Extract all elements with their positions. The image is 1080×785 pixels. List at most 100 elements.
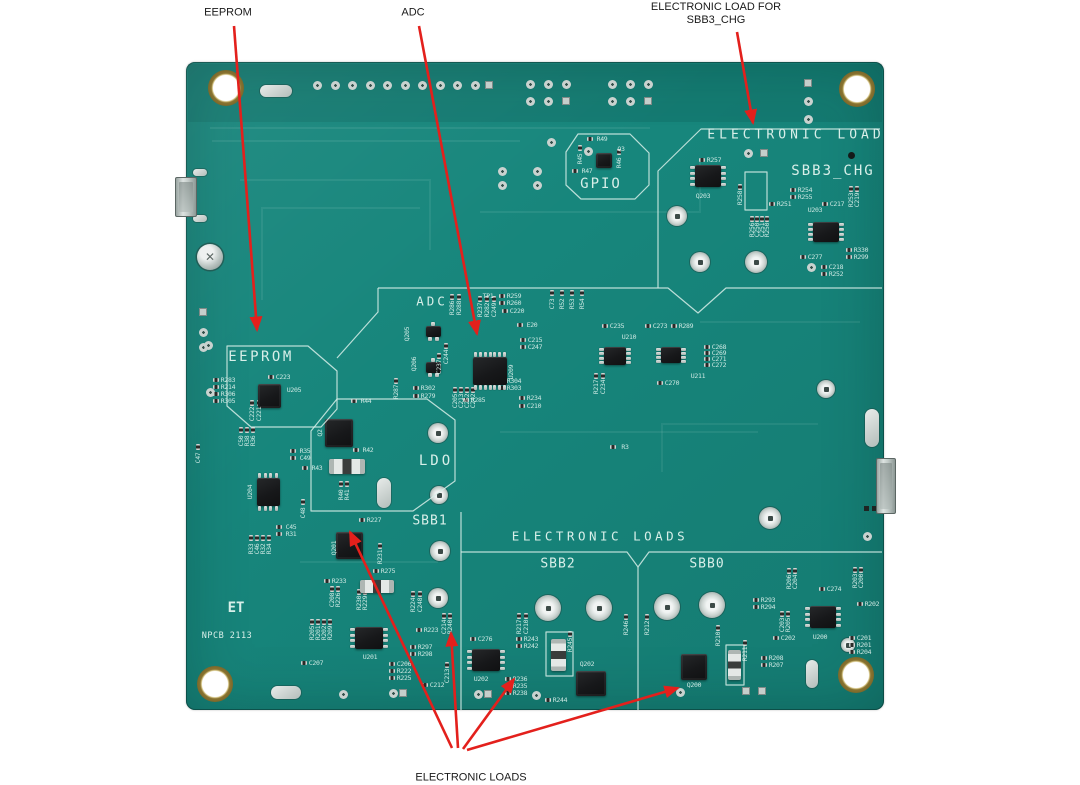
component-ref-c234: C234 — [599, 379, 607, 395]
outline-r210-box — [725, 644, 745, 686]
passive-r283 — [213, 378, 219, 382]
ic-qfn — [681, 654, 707, 680]
component-ref-u205: U205 — [286, 386, 302, 394]
component-ref-r42: R42 — [362, 446, 374, 454]
component-ref-r31: R31 — [285, 530, 297, 538]
component-ref-r201: R201 — [856, 641, 872, 649]
passive-r254 — [790, 188, 796, 192]
component-ref-r289: R289 — [678, 322, 694, 330]
component-ref-r305: R305 — [220, 397, 236, 405]
silkscreen-outlines — [226, 128, 882, 710]
passive-r260 — [499, 301, 505, 305]
component-ref-r3: R3 — [621, 443, 629, 451]
component-ref-r210: R210 — [714, 631, 722, 647]
plated-hole-pad — [817, 380, 835, 398]
via-pad — [758, 687, 766, 695]
ic-pin — [836, 607, 841, 611]
ic-pin — [656, 359, 661, 363]
passive-r214 — [213, 385, 219, 389]
component-ref-c276: C276 — [477, 635, 493, 643]
ic-pin — [656, 355, 661, 359]
component-ref-c274: C274 — [826, 585, 842, 593]
component-ref-c210: C210 — [522, 619, 530, 635]
via-pad — [525, 79, 535, 89]
via-pad — [193, 168, 207, 176]
mounting-hole-bottom-right — [838, 657, 874, 693]
passive-r330 — [846, 248, 852, 252]
component-ref-r205: R205 — [784, 617, 792, 633]
component-ref-q205: Q205 — [403, 326, 411, 342]
component-ref-r49: R49 — [596, 135, 608, 143]
component-ref-u204: U204 — [246, 484, 254, 500]
passive-r256 — [750, 216, 754, 222]
ic-soic — [599, 347, 631, 365]
ic-soic — [473, 352, 507, 390]
component-ref-c201: C201 — [856, 634, 872, 642]
passive-r242 — [516, 644, 522, 648]
component-ref-r209: R209 — [326, 625, 334, 641]
via-pad — [260, 85, 292, 97]
passive-c201 — [849, 636, 855, 640]
via-pad — [862, 531, 872, 541]
passive-r299 — [846, 255, 852, 259]
component-ref-q201: Q201 — [330, 540, 338, 556]
ic-pin — [599, 347, 604, 351]
ic-body — [472, 649, 500, 671]
ic-pin — [478, 385, 482, 390]
passive-r233 — [324, 579, 330, 583]
passive-r34 — [267, 535, 271, 541]
passive-c48 — [301, 499, 305, 505]
via-pad — [338, 689, 348, 699]
component-ref-r246: R246 — [622, 620, 630, 636]
component-ref-c242: C242 — [469, 393, 477, 409]
ic-pin — [721, 182, 726, 186]
silk-electronic-load: ELECTRONIC LOAD — [707, 127, 885, 143]
ic-pin — [275, 473, 279, 478]
outline-adc-left — [336, 288, 379, 359]
ic-pin — [498, 385, 502, 390]
ic-pin — [473, 352, 477, 357]
ic-soic — [805, 606, 841, 628]
passive-c277 — [800, 255, 806, 259]
via-pad — [562, 97, 570, 105]
passive-r45 — [578, 145, 582, 151]
component-ref-r229: R229 — [361, 595, 369, 611]
component-ref-r204: R204 — [856, 648, 872, 656]
passive-r201 — [849, 643, 855, 647]
component-ref-r240: R240 — [446, 619, 454, 635]
passive-r40 — [339, 481, 343, 487]
ic-pin — [467, 661, 472, 665]
passive-r212 — [645, 614, 649, 620]
component-ref-r47: R47 — [581, 167, 593, 175]
ic-pin — [483, 385, 487, 390]
passive-c207 — [301, 661, 307, 665]
ic-pin — [805, 623, 810, 627]
component-ref-q206: Q206 — [410, 356, 418, 372]
passive-r279 — [413, 394, 419, 398]
ic-pin — [626, 361, 631, 365]
via-pad — [365, 80, 375, 90]
component-ref-c49: C49 — [299, 454, 311, 462]
via-pad — [865, 409, 879, 447]
component-ref-c271: C271 — [711, 355, 727, 363]
component-ref-u200: U200 — [812, 633, 828, 641]
component-ref-tp1: TP1 — [482, 292, 494, 300]
ic-pin — [503, 352, 507, 357]
component-ref-r211: R211 — [741, 646, 749, 662]
resistor — [727, 650, 741, 680]
passive-r207 — [761, 663, 767, 667]
component-ref-r34: R34 — [265, 543, 273, 555]
component-ref-r330: R330 — [853, 246, 869, 254]
via-pad — [525, 96, 535, 106]
via-pad — [543, 79, 553, 89]
component-ref-r304: R304 — [506, 377, 522, 385]
via-pad — [198, 342, 208, 352]
component-ref-r43: R43 — [311, 464, 323, 472]
via-pad — [607, 79, 617, 89]
ic-body — [473, 357, 507, 385]
ic-pin — [626, 356, 631, 360]
passive-c273 — [645, 324, 651, 328]
ic-pin — [269, 473, 273, 478]
ic-pin — [257, 473, 261, 478]
silk-eeprom: EEPROM — [228, 349, 294, 365]
